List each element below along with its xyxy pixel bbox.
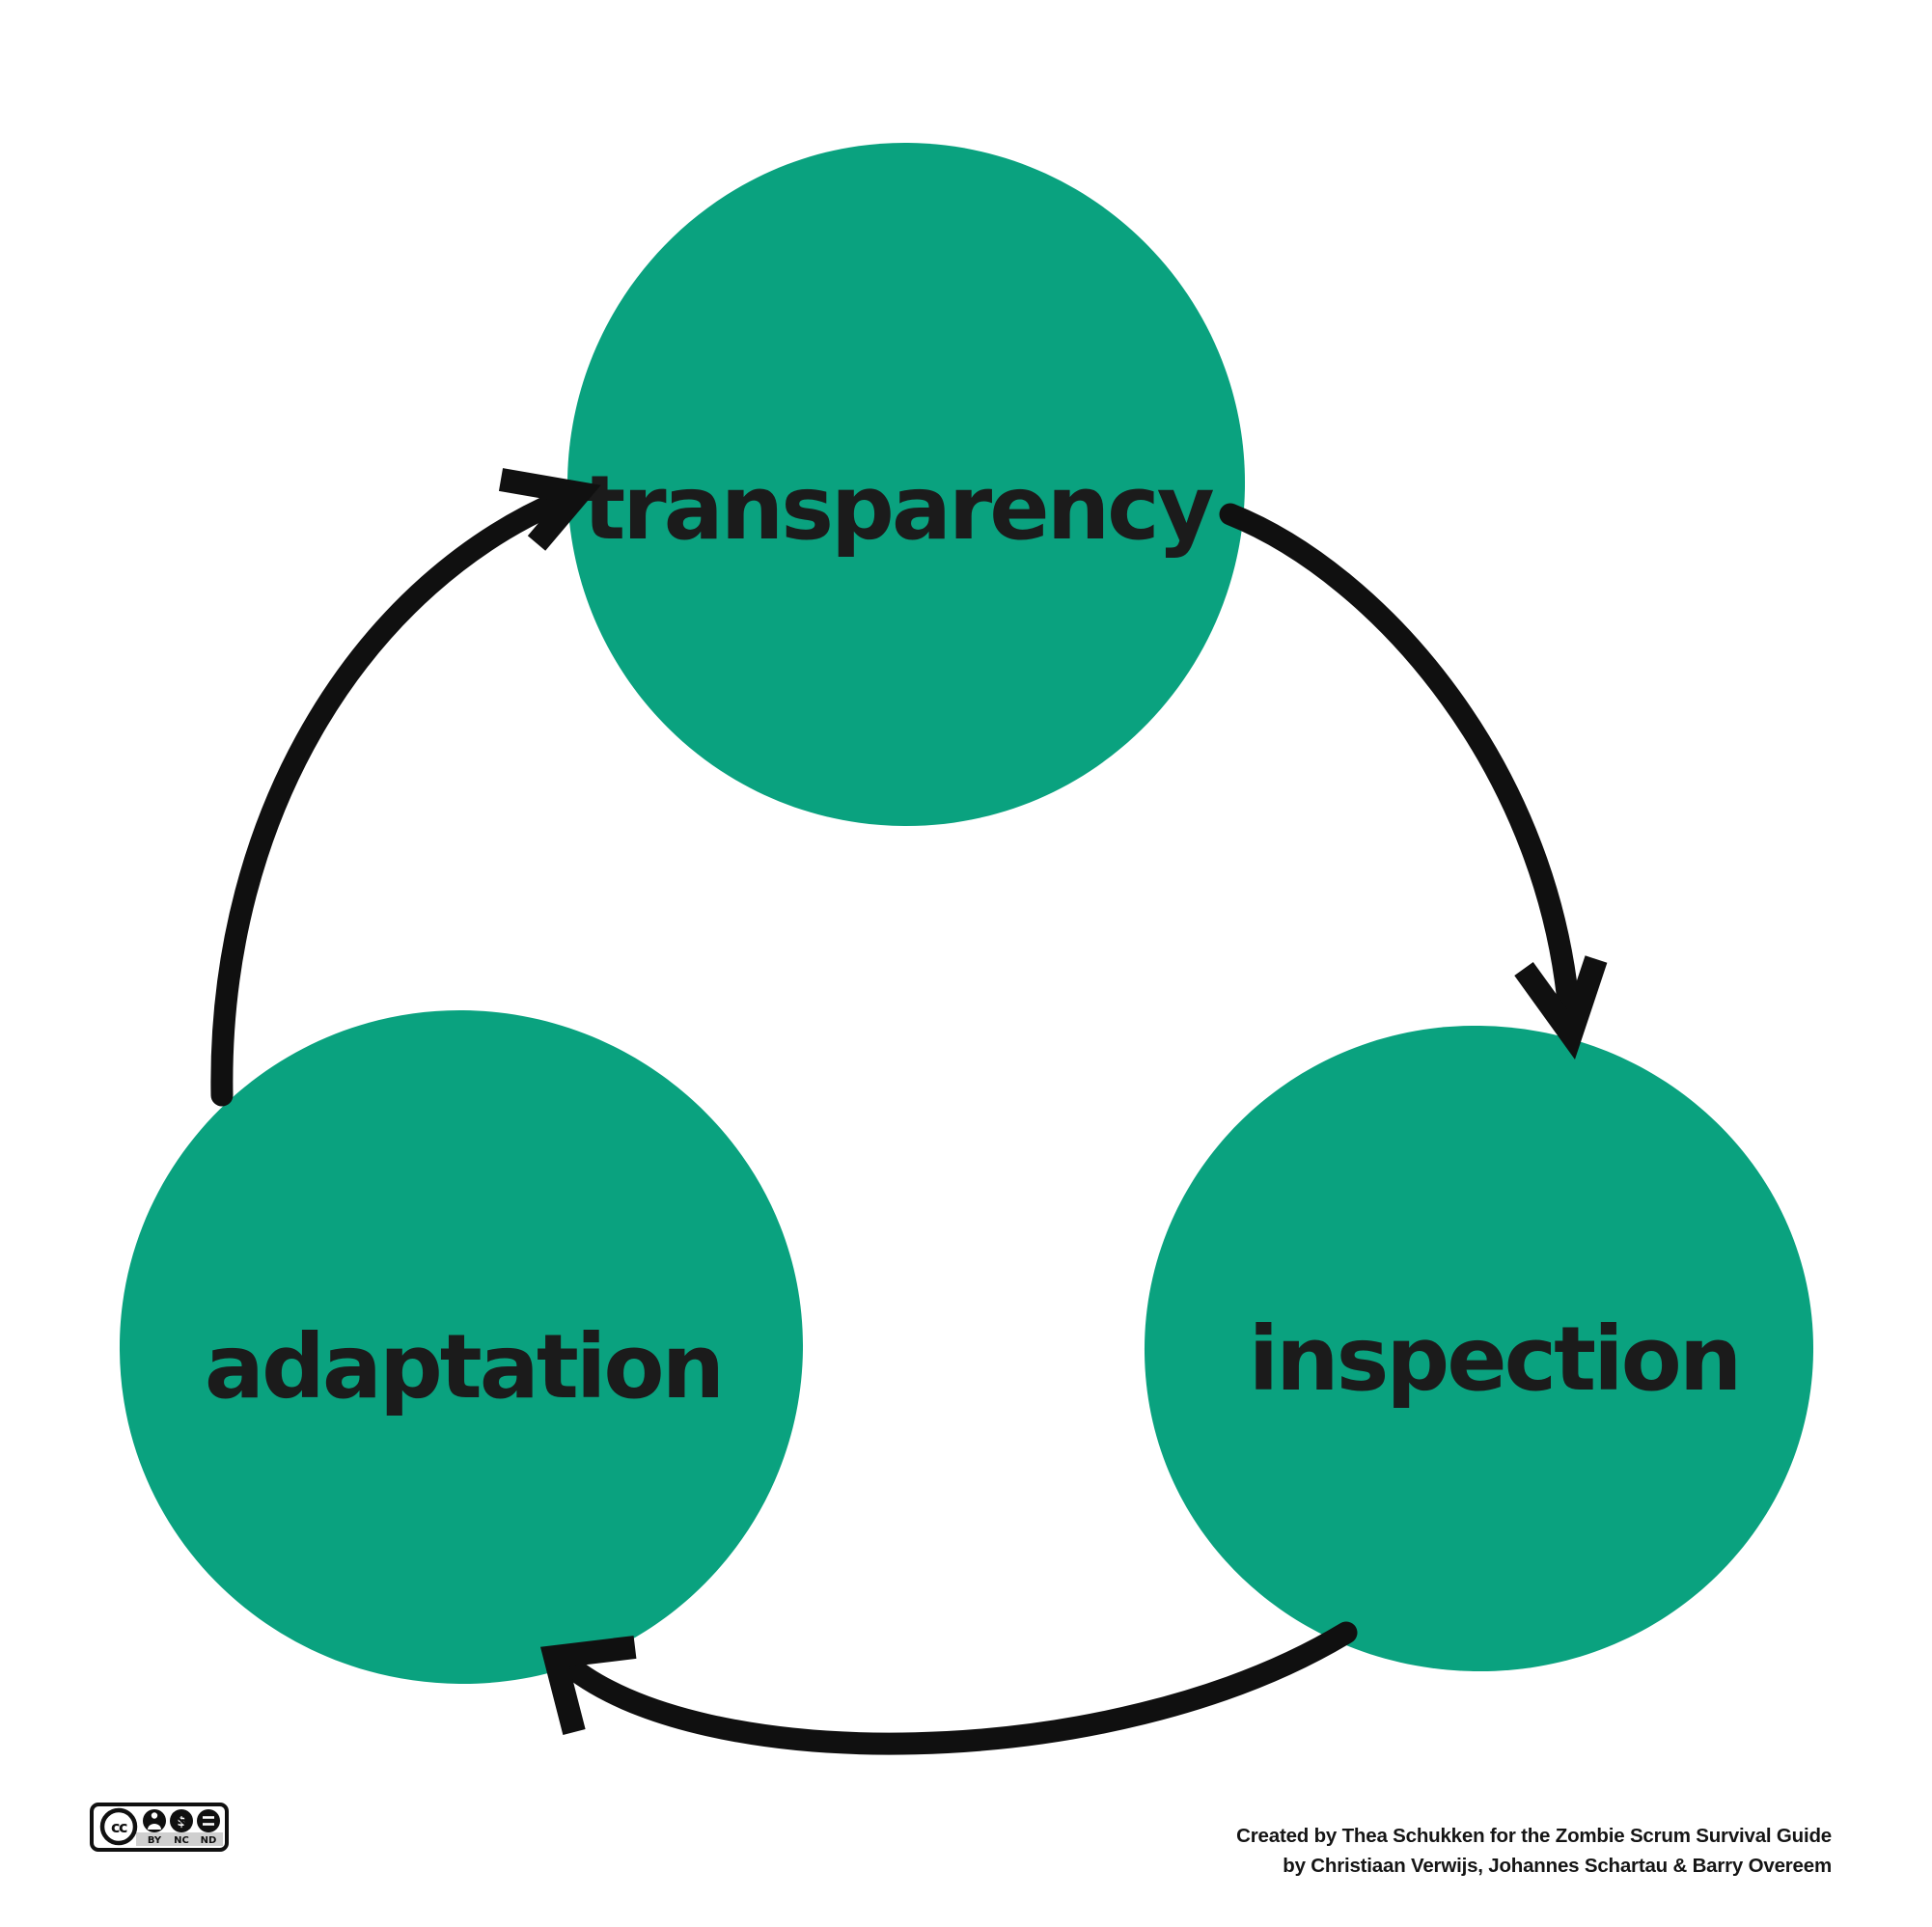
arrow-adaptation-to-transparency <box>210 468 601 1107</box>
cc-badge-label-band <box>136 1832 223 1846</box>
cc-code-by: BY <box>148 1835 162 1846</box>
cc-logo-icon <box>99 1807 138 1846</box>
cc-code-nc: NC <box>174 1835 189 1846</box>
arrow-inspection-to-adaptation <box>539 1621 1358 1755</box>
circle-label-inspection: inspection <box>1249 1308 1740 1411</box>
cc-logo-text: cc <box>111 1818 127 1836</box>
attribution-line-1: Created by Thea Schukken for the Zombie … <box>1236 1825 1832 1847</box>
circle-label-transparency: transparency <box>583 456 1213 560</box>
cc-license-badge: cc $ BY NC ND <box>90 1803 229 1852</box>
arrow-head <box>539 1636 637 1735</box>
cc-nc-dollar-icon: $ <box>170 1809 193 1832</box>
circle-inspection <box>1144 1025 1814 1672</box>
arrow-transparency-to-inspection <box>1219 503 1608 1060</box>
circle-label-adaptation: adaptation <box>205 1315 722 1418</box>
circle-transparency <box>566 142 1246 827</box>
arrow-shaft <box>1219 503 1582 1036</box>
arrow-head <box>1514 955 1608 1060</box>
circle-adaptation <box>119 1009 804 1685</box>
arrow-shaft <box>553 1621 1358 1755</box>
attribution: Created by Thea Schukken for the Zombie … <box>1236 1821 1832 1881</box>
arrow-shaft <box>210 485 581 1107</box>
arrow-head <box>498 468 601 551</box>
cc-code-nd: ND <box>201 1835 217 1846</box>
cc-nd-equals-icon <box>197 1809 220 1832</box>
cc-by-person-icon <box>143 1809 166 1832</box>
attribution-line-2: by Christiaan Verwijs, Johannes Schartau… <box>1283 1855 1832 1877</box>
